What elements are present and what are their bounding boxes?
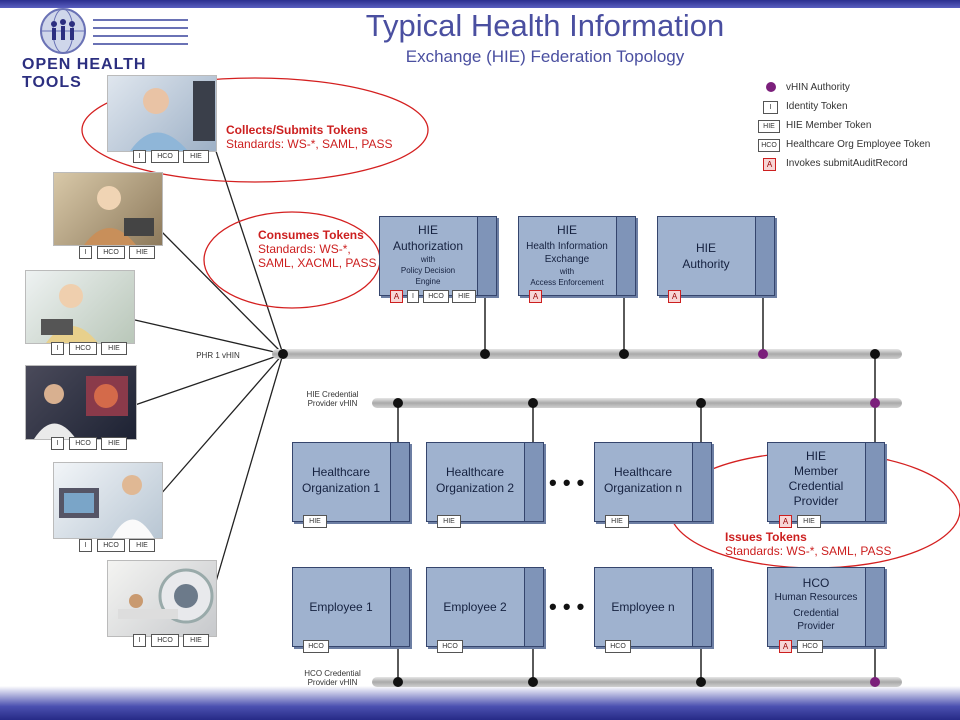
hie-exchange-audit-token: A [529,290,542,303]
user3-identity-token: I [51,342,64,355]
page-subtitle: Exchange (HIE) Federation Topology [405,47,685,66]
page-title: Typical Health Information [365,8,725,43]
logo-text: OPEN HEALTH TOOLS [22,56,147,91]
collects-callout: Collects/Submits Tokens Standards: WS-*,… [226,123,393,151]
emp1-hco-token: HCO [303,640,329,653]
user6-hie-token: HIE [183,634,209,647]
user2-hie-token: HIE [129,246,155,259]
globe-people-icon [40,8,188,54]
user-photo-mri-patient [107,560,217,637]
vhin-authority-dot-icon [766,82,776,92]
employee-n-node[interactable]: Employee n [594,567,712,647]
healthcare-org-2-node[interactable]: Healthcare Organization 2 [426,442,544,522]
hie-token-icon: HIE [758,120,780,133]
hie-credential-bus-label: HIE Credential Provider vHIN [306,390,359,408]
user4-hco-token: HCO [69,437,97,450]
phr-bus [272,349,902,359]
employee-ellipsis: • • • [549,594,585,619]
org-ellipsis: • • • [549,470,585,495]
open-health-tools-logo: OPEN HEALTH TOOLS [8,6,208,91]
legend-vhin-authority: vHIN Authority [760,80,850,98]
consumes-callout: Consumes Tokens Standards: WS-*, SAML, X… [258,228,377,270]
hie-exchange-node[interactable]: HIE Health Information Exchange with Acc… [518,216,636,296]
user5-hco-token: HCO [97,539,125,552]
hco-credential-bus [372,677,902,687]
bottom-banner [0,686,960,720]
user1-identity-token: I [133,150,146,163]
user4-identity-token: I [51,437,64,450]
user-photo-woman-laptop [53,172,163,246]
issues-callout: Issues Tokens Standards: WS-*, SAML, PAS… [725,530,892,558]
user1-hco-token: HCO [151,150,179,163]
hie-authority-node[interactable]: HIE Authority [657,216,775,296]
healthcare-org-n-node[interactable]: Healthcare Organization n [594,442,712,522]
top-banner [0,0,960,8]
user5-identity-token: I [79,539,92,552]
hie-auth-hco-token: HCO [423,290,449,303]
hie-member-credential-provider-node[interactable]: HIE Member Credential Provider [767,442,885,522]
emp2-hco-token: HCO [437,640,463,653]
user5-hie-token: HIE [129,539,155,552]
hie-credential-bus [372,398,902,408]
employee-2-node[interactable]: Employee 2 [426,567,544,647]
audit-icon: A [763,158,776,171]
hco-hr-audit-token: A [779,640,792,653]
user3-hco-token: HCO [69,342,97,355]
hie-authorization-node[interactable]: HIE Authorization with Policy Decision E… [379,216,497,296]
user1-hie-token: HIE [183,150,209,163]
org1-hie-token: HIE [303,515,327,528]
hco-hr-credential-provider-node[interactable]: HCO Human Resources Credential Provider [767,567,885,647]
identity-token-icon: I [763,101,778,114]
user-photo-lab-technician [53,462,163,539]
user4-hie-token: HIE [101,437,127,450]
empn-hco-token: HCO [605,640,631,653]
user2-identity-token: I [79,246,92,259]
hie-auth-audit-token: A [390,290,403,303]
employee-1-node[interactable]: Employee 1 [292,567,410,647]
hco-token-icon: HCO [758,139,780,152]
hco-hr-hco-token: HCO [797,640,823,653]
user-photo-doctors-screen [25,365,137,440]
hie-authority-audit-token: A [668,290,681,303]
phr-bus-label: PHR 1 vHIN [196,351,240,360]
user3-hie-token: HIE [101,342,127,355]
member-cred-audit-token: A [779,515,792,528]
hco-credential-bus-label: HCO Credential Provider vHIN [304,669,361,687]
hie-auth-identity-token: I [407,290,419,303]
user-photo-nurse [107,75,217,152]
healthcare-org-1-node[interactable]: Healthcare Organization 1 [292,442,410,522]
hie-auth-hie-token: HIE [452,290,476,303]
member-cred-hie-token: HIE [797,515,821,528]
user-photo-older-man [25,270,135,344]
user2-hco-token: HCO [97,246,125,259]
user6-hco-token: HCO [151,634,179,647]
orgn-hie-token: HIE [605,515,629,528]
org2-hie-token: HIE [437,515,461,528]
user6-identity-token: I [133,634,146,647]
